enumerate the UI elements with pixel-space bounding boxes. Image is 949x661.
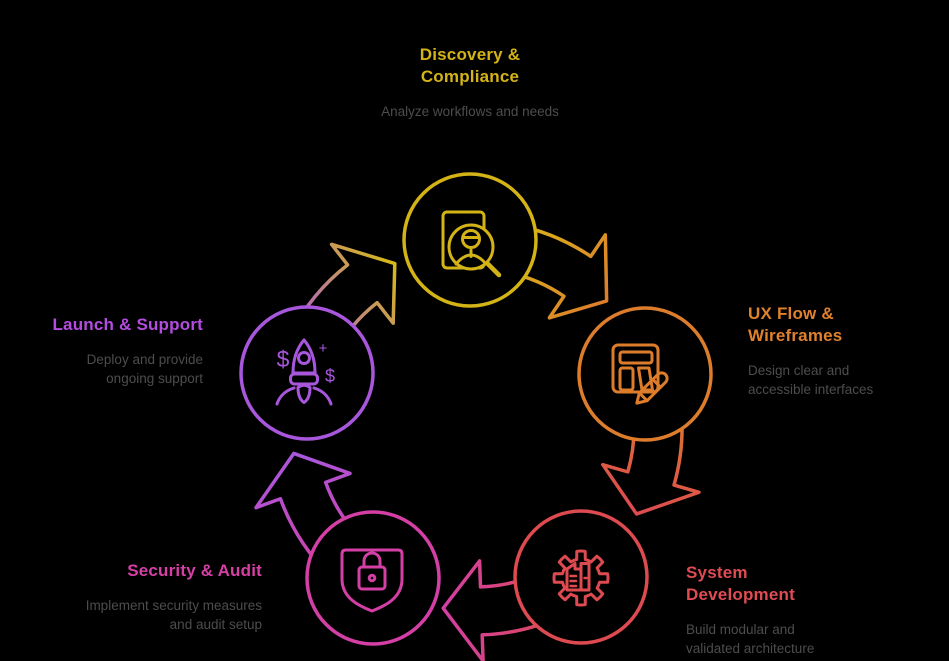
stage-description: Design clear and accessible interfaces bbox=[748, 363, 874, 397]
stage-description: Build modular and validated architecture bbox=[686, 622, 815, 656]
stage-title: Discovery & Compliance bbox=[419, 45, 521, 86]
stage-description: Deploy and provide ongoing support bbox=[86, 352, 203, 386]
circle-security bbox=[305, 510, 441, 646]
shield-padlock-icon bbox=[340, 548, 404, 613]
stage-label-ux: UX Flow & Wireframes Design clear and ac… bbox=[748, 303, 928, 399]
plus-glyph: + bbox=[319, 340, 328, 357]
stage-description: Analyze workflows and needs bbox=[381, 104, 559, 119]
stage-title: Launch & Support bbox=[52, 315, 203, 334]
stage-title: Security & Audit bbox=[127, 561, 262, 580]
stage-label-discovery: Discovery & Compliance Analyze workflows… bbox=[350, 44, 590, 121]
stage-description: Implement security measures and audit se… bbox=[85, 598, 262, 632]
wireframe-pencil-icon bbox=[611, 343, 669, 405]
rocket-dollar-icon: $ $ + bbox=[275, 338, 335, 406]
gear-module-icon bbox=[552, 549, 610, 607]
stage-title: UX Flow & Wireframes bbox=[748, 304, 843, 345]
stage-title: System Development bbox=[686, 563, 795, 604]
stage-label-security: Security & Audit Implement security meas… bbox=[62, 560, 262, 634]
dollar-glyph-right: $ bbox=[325, 366, 335, 386]
stage-circles bbox=[239, 172, 713, 646]
dollar-glyph-left: $ bbox=[277, 346, 290, 372]
document-user-search-icon bbox=[441, 210, 502, 278]
stage-label-launch: Launch & Support Deploy and provide ongo… bbox=[3, 314, 203, 388]
circle-ux bbox=[577, 306, 713, 442]
stage-label-system: System Development Build modular and val… bbox=[686, 562, 866, 658]
